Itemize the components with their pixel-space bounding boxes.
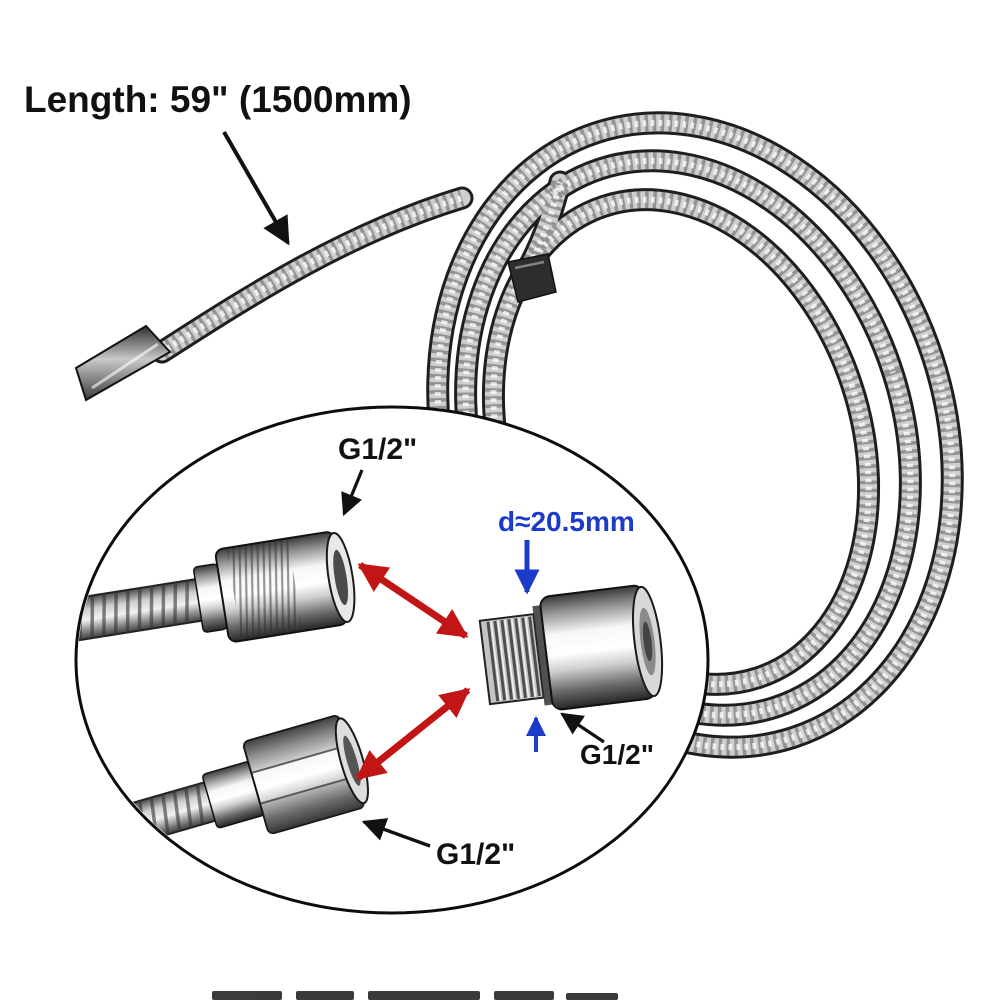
thread-label-top: G1/2" <box>338 433 417 466</box>
thread-arrow-bottom <box>361 818 431 848</box>
thread-label-bottom: G1/2" <box>436 838 515 871</box>
male-adapter-fitting <box>478 584 664 711</box>
length-label: Length: 59" (1500mm) <box>24 79 412 120</box>
compare-arrow-top <box>357 562 469 639</box>
thread-ridges <box>486 616 541 702</box>
hex-facet-lines <box>251 744 357 805</box>
cropped-watermark-fragments <box>212 991 618 1000</box>
thread-label-adapter: G1/2" <box>580 739 654 770</box>
thread-arrow-adapter <box>560 712 605 744</box>
female-straight-nut-connector <box>78 531 356 643</box>
short-hose-end-fitting <box>507 253 557 303</box>
length-arrow <box>222 131 290 246</box>
knurled-grip-band <box>226 539 303 640</box>
thread-arrow-top <box>341 469 364 517</box>
compare-arrow-bottom <box>355 687 471 781</box>
diameter-label: d≈20.5mm <box>498 506 635 537</box>
groove <box>532 605 553 706</box>
magnifier-content <box>78 531 664 854</box>
hose-end-tip <box>74 324 172 402</box>
